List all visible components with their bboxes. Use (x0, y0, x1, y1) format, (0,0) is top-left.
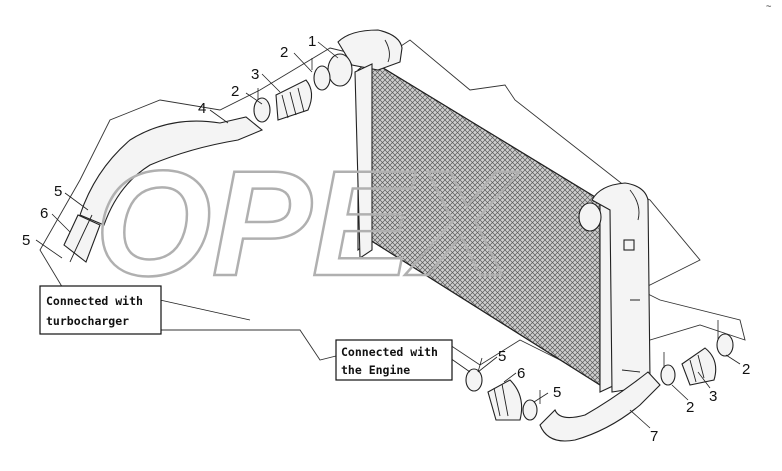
callout-2: 2 (231, 83, 239, 100)
callout-5: 5 (498, 348, 506, 365)
clamp-upper-left (253, 65, 331, 123)
callout-5: 5 (54, 183, 62, 200)
callout-3: 3 (709, 388, 717, 405)
callout-6: 6 (517, 365, 525, 382)
lower-rubber-hose-right (681, 347, 717, 386)
corner-mark: ~ (766, 2, 772, 12)
callout-2: 2 (280, 44, 288, 61)
leader-lines (35, 41, 741, 429)
lower-clamps (465, 333, 734, 421)
note-turbocharger-line2: turbocharger (46, 314, 129, 328)
note-engine-line1: Connected with (341, 345, 438, 359)
callout-1: 1 (308, 33, 316, 50)
callout-7: 7 (650, 428, 658, 445)
callout-labels: 1 2 3 2 4 5 6 5 5 6 5 2 3 2 7 (22, 33, 750, 445)
callout-2: 2 (686, 399, 694, 416)
intercooler-left-tank (327, 29, 403, 260)
lower-rubber-hose-left (487, 379, 523, 421)
upper-rubber-hose (275, 79, 313, 121)
upper-air-pipe (63, 116, 264, 263)
note-turbocharger-line1: Connected with (46, 294, 143, 308)
callout-3: 3 (251, 66, 259, 83)
note-engine-line2: the Engine (341, 363, 410, 377)
note-turbocharger: Connected with turbocharger (39, 285, 162, 335)
callout-6: 6 (40, 205, 48, 222)
lower-air-pipe (539, 371, 661, 442)
callout-4: 4 (198, 100, 206, 117)
note-engine: Connected with the Engine (335, 339, 453, 381)
callout-5: 5 (22, 232, 30, 249)
layout-outline (39, 39, 746, 371)
callout-5: 5 (553, 384, 561, 401)
watermark-text: OPEX (95, 139, 520, 307)
callout-2: 2 (742, 361, 750, 378)
